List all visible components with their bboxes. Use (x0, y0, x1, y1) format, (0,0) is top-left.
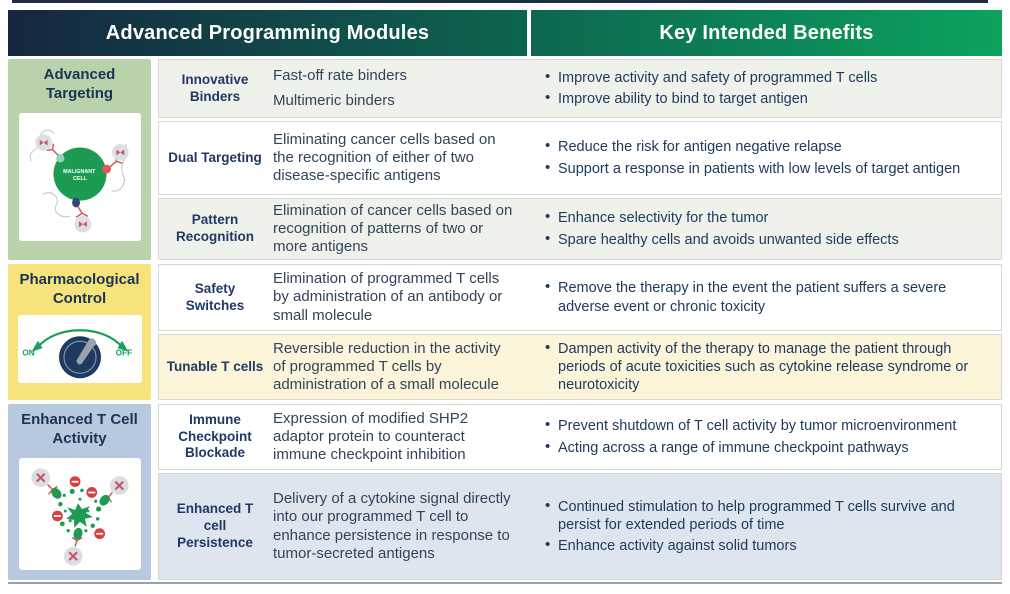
benefit-item: Enhance activity against solid tumors (543, 536, 991, 555)
benefits-cell: Continued stimulation to help programmed… (529, 474, 1001, 579)
section-rows: Immune Checkpoint Blockade Expression of… (158, 404, 1002, 580)
section-pharmacological-control: Pharmacological Control ON OFF (8, 264, 1002, 400)
table-row-innovative-binders: Innovative Binders Fast-off rate binders… (158, 59, 1002, 118)
module-name: Safety Switches (185, 280, 245, 313)
benefit-item: Spare healthy cells and avoids unwanted … (543, 230, 991, 249)
malignant-cell-illustration: MALIGNANT CELL (29, 129, 129, 233)
table-row-immune-checkpoint-blockade: Immune Checkpoint Blockade Expression of… (158, 404, 1002, 470)
dial-off-label: OFF (115, 348, 131, 357)
bottom-rule (8, 582, 1002, 584)
module-name: Tunable T cells (166, 358, 264, 374)
module-description: Fast-off rate binders Multimeric binders (271, 60, 529, 117)
module-name: Immune Checkpoint Blockade (178, 411, 252, 461)
description-line: Fast-off rate binders (273, 66, 407, 84)
module-description: Delivery of a cytokine signal directly i… (273, 489, 511, 562)
benefits-cell: Enhance selectivity for the tumor Spare … (529, 199, 1001, 259)
category-advanced-targeting: Advanced Targeting MALIGNANT CELL (8, 59, 151, 260)
benefit-item: Continued stimulation to help programmed… (543, 497, 991, 534)
benefits-cell: Improve activity and safety of programme… (529, 60, 1001, 117)
benefit-item: Improve ability to bind to target antige… (543, 89, 991, 108)
category-title: Pharmacological Control (19, 271, 140, 307)
section-enhanced-t-cell-activity: Enhanced T Cell Activity (8, 404, 1002, 580)
table-row-tunable-t-cells: Tunable T cells Reversible reduction in … (158, 334, 1002, 400)
module-name: Enhanced T cell Persistence (176, 501, 254, 550)
t-cell-activity-icon (18, 457, 141, 570)
section-rows: Innovative Binders Fast-off rate binders… (158, 59, 1002, 260)
category-enhanced-t-cell-activity: Enhanced T Cell Activity (8, 404, 151, 580)
table-row-safety-switches: Safety Switches Elimination of programme… (158, 264, 1002, 331)
benefits-cell: Prevent shutdown of T cell activity by t… (529, 405, 1001, 469)
description-line: Multimeric binders (273, 92, 395, 109)
module-name: Dual Targeting (168, 149, 262, 165)
table-header: Advanced Programming Modules Key Intende… (8, 10, 1002, 56)
header-benefits: Key Intended Benefits (659, 21, 874, 44)
category-title: Enhanced T Cell Activity (21, 411, 138, 447)
modules-benefits-table: Advanced Programming Modules Key Intende… (8, 10, 1002, 584)
malignant-cell-label-2: CELL (72, 175, 87, 181)
module-description: Elimination of programmed T cells by adm… (273, 270, 503, 324)
category-pharmacological-control: Pharmacological Control ON OFF (8, 264, 151, 400)
top-rule (12, 0, 988, 3)
benefit-item: Acting across a range of immune checkpoi… (543, 438, 991, 457)
benefit-item: Support a response in patients with low … (543, 159, 991, 178)
header-divider (527, 10, 531, 56)
table-row-dual-targeting: Dual Targeting Eliminating cancer cells … (158, 121, 1002, 195)
t-cell-activity-illustration (30, 467, 129, 566)
module-description: Elimination of cancer cells based on rec… (273, 201, 513, 256)
table-row-pattern-recognition: Pattern Recognition Elimination of cance… (158, 198, 1002, 260)
section-advanced-targeting: Advanced Targeting MALIGNANT CELL (8, 59, 1002, 260)
table-row-enhanced-t-cell-persistence: Enhanced T cell Persistence Delivery of … (158, 473, 1002, 580)
module-description: Expression of modified SHP2 adaptor prot… (273, 409, 469, 464)
benefits-cell: Remove the therapy in the event the pati… (529, 265, 1001, 330)
header-modules: Advanced Programming Modules (105, 21, 430, 44)
benefits-cell: Reduce the risk for antigen negative rel… (529, 122, 1001, 194)
benefit-item: Prevent shutdown of T cell activity by t… (543, 416, 991, 435)
on-off-dial-icon: ON OFF (17, 314, 142, 383)
benefit-item: Enhance selectivity for the tumor (543, 208, 991, 227)
dial-on-label: ON (22, 348, 34, 357)
module-name: Innovative Binders (181, 71, 249, 104)
benefit-item: Improve activity and safety of programme… (543, 68, 991, 87)
benefit-item: Reduce the risk for antigen negative rel… (543, 137, 991, 156)
benefit-item: Remove the therapy in the event the pati… (543, 278, 991, 315)
malignant-cell-icon: MALIGNANT CELL (18, 112, 141, 241)
benefits-cell: Dampen activity of the therapy to manage… (529, 335, 1001, 399)
category-title: Advanced Targeting (43, 66, 116, 102)
svg-text:MALIGNANT CELL: MALIGNANT CELL (63, 169, 97, 182)
benefit-item: Dampen activity of the therapy to manage… (543, 339, 991, 394)
module-description: Reversible reduction in the activity of … (273, 339, 501, 394)
section-rows: Safety Switches Elimination of programme… (158, 264, 1002, 400)
dial-illustration: ON OFF (22, 328, 132, 378)
module-name: Pattern Recognition (176, 212, 254, 244)
module-description: Eliminating cancer cells based on the re… (273, 130, 496, 185)
malignant-cell-label-1: MALIGNANT (63, 169, 96, 175)
